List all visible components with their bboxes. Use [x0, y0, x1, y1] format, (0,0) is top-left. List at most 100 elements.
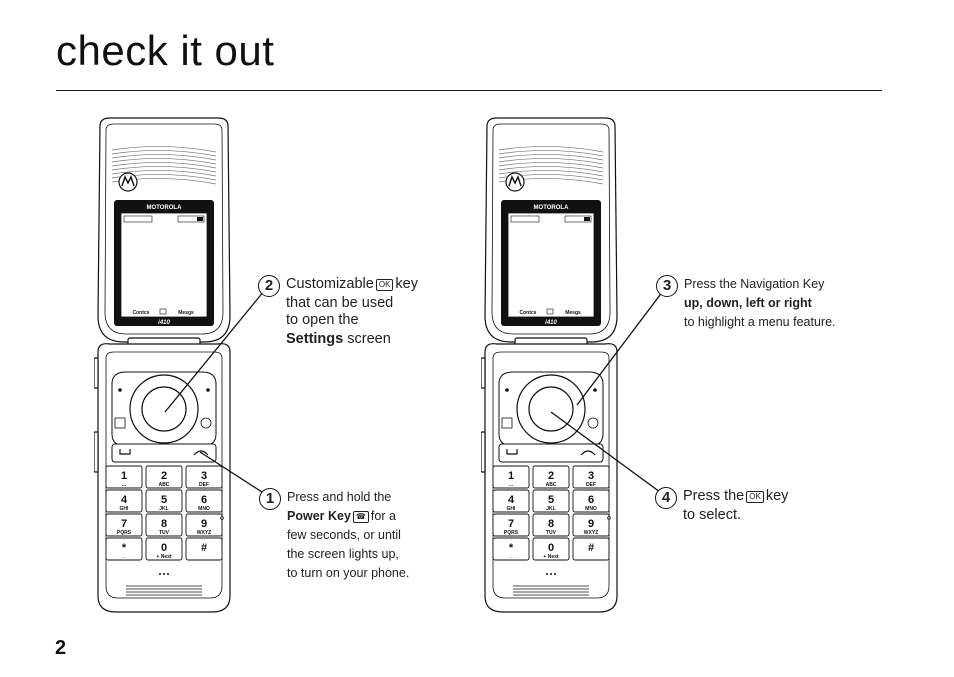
- keypad-key: [532, 489, 570, 513]
- mic-dot: [554, 573, 556, 575]
- softkey-right-dot: [593, 388, 597, 392]
- keypad-key: [572, 465, 610, 489]
- callout-text: Customizable: [286, 276, 374, 292]
- status-icons-left: [510, 215, 540, 223]
- softkey-right-dot: [206, 388, 210, 392]
- callout-text: to turn on your phone.: [287, 566, 410, 580]
- leader-line-4: [550, 411, 661, 493]
- keypad-key-letters: WXYZ: [197, 530, 211, 536]
- keypad-key-letters: TUV: [546, 530, 557, 536]
- keypad-key-letters: ←: [122, 554, 127, 560]
- menu-grid-icon: [114, 417, 126, 429]
- side-button-ptt: [94, 431, 99, 473]
- leader-line-1: [199, 451, 263, 493]
- mic-dot: [159, 573, 161, 575]
- keypad-key-letters: PQRS: [117, 530, 132, 536]
- menu-icon: [546, 308, 554, 315]
- keypad-key-letters: DEF: [586, 482, 596, 488]
- keypad-key: [532, 537, 570, 561]
- keypad-key-number: 9: [588, 518, 594, 530]
- keypad-key: [185, 489, 223, 513]
- keypad-key: [145, 465, 183, 489]
- callout-text: Press and hold the: [287, 490, 392, 504]
- keypad-key-letters: ←: [509, 554, 514, 560]
- battery-icon: [197, 217, 203, 221]
- keypad-key-number: *: [509, 542, 514, 554]
- lid-texture-line: [498, 154, 604, 161]
- keypad-key-letters: DEF: [199, 482, 209, 488]
- keypad-key-number: 5: [161, 494, 167, 506]
- callout-bold-text: Power Key: [287, 509, 351, 523]
- title-rule: [56, 90, 882, 91]
- keypad-key-number: 3: [588, 470, 594, 482]
- leader-line-3: [576, 290, 664, 406]
- keypad-key: [145, 513, 183, 537]
- callout-text: key: [765, 488, 789, 504]
- callout-text: to select.: [683, 507, 742, 523]
- phone-lid-inner: [491, 123, 611, 335]
- callout-number-badge: 1: [259, 488, 281, 510]
- keypad-key: [105, 489, 143, 513]
- keypad-key: [532, 513, 570, 537]
- softkey-left-dot: [118, 388, 122, 392]
- keypad-key: [185, 465, 223, 489]
- model-label: i410: [158, 320, 170, 326]
- model-label: i410: [545, 320, 557, 326]
- keypad-key: [572, 513, 610, 537]
- keypad-key-number: 3: [201, 470, 207, 482]
- callout-text: that can be used: [286, 295, 394, 311]
- lid-texture-line: [498, 146, 604, 153]
- keypad-key-number: 1: [508, 470, 514, 482]
- lid-texture-line: [111, 162, 217, 169]
- browser-globe-icon: [587, 417, 599, 429]
- keypad-key: [572, 537, 610, 561]
- ok-key-icon: OK: [746, 491, 764, 503]
- page-number: 2: [55, 637, 67, 659]
- keypad-key-letters: + Next: [543, 554, 558, 560]
- side-dot: [607, 516, 611, 520]
- callout-text: the screen lights up,: [287, 547, 399, 561]
- keypad-key-letters: + Next: [156, 554, 171, 560]
- callout-navigation-key: 3 Press the Navigation Key up, down, lef…: [656, 275, 874, 332]
- keypad-key-letters: …: [509, 482, 514, 488]
- keypad-key: [492, 465, 530, 489]
- keypad-key-letters: TUV: [159, 530, 170, 536]
- mic-dot: [550, 573, 552, 575]
- keypad-key-letters: GHI: [120, 506, 130, 512]
- brand-label: MOTOROLA: [147, 205, 183, 211]
- keypad-key-letters: ABC: [159, 482, 170, 488]
- callout-text: Press the Navigation Key: [684, 277, 825, 291]
- callout-bold-text: Settings: [286, 331, 344, 347]
- send-key-icon: [506, 449, 518, 455]
- softkey-left-dot: [505, 388, 509, 392]
- keypad-key: [145, 489, 183, 513]
- battery-icon: [584, 217, 590, 221]
- side-button-volume: [94, 357, 99, 389]
- lid-texture-line: [498, 170, 604, 177]
- keypad-key-number: 6: [588, 494, 594, 506]
- callout-text: for a: [370, 509, 396, 523]
- keypad-key-number: 5: [548, 494, 554, 506]
- phone-screen: [120, 212, 208, 318]
- lid-texture-line: [498, 158, 604, 165]
- keypad-key-letters: WXYZ: [584, 530, 598, 536]
- lid-texture-line: [498, 150, 604, 157]
- lid-texture-line: [111, 166, 217, 173]
- keypad-key-number: 2: [161, 470, 167, 482]
- phone-keypad-frame: [492, 351, 610, 599]
- keypad-key-letters: …: [122, 482, 127, 488]
- keypad-key-number: 2: [548, 470, 554, 482]
- keypad-key-number: 0: [161, 542, 167, 554]
- send-end-row: [111, 443, 217, 463]
- keypad-key-letters: ABC: [546, 482, 557, 488]
- callout-text: key: [395, 276, 418, 292]
- keypad-key-letters: PQRS: [504, 530, 519, 536]
- callout-text: to highlight a menu feature.: [684, 315, 836, 329]
- keypad-key-number: 6: [201, 494, 207, 506]
- keypad-key-number: 9: [201, 518, 207, 530]
- keypad-key-number: #: [588, 542, 594, 554]
